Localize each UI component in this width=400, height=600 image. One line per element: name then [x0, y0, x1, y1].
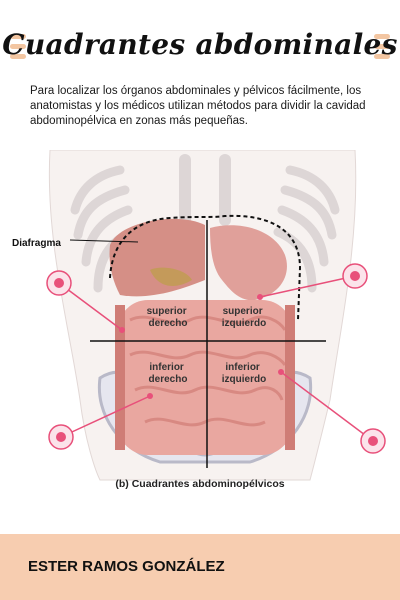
upper-left-line1: superior	[223, 306, 263, 317]
stomach	[210, 225, 287, 301]
lower-left-line2: izquierdo	[222, 374, 266, 385]
anatomy-figure: Diafragma superior derecho superior izqu…	[0, 149, 400, 500]
right-decoration	[374, 34, 390, 64]
quadrants-illustration: Diafragma superior derecho superior izqu…	[12, 149, 386, 481]
lower-right-label: inferior derecho	[149, 362, 188, 385]
upper-left-line2: izquierdo	[222, 318, 266, 329]
diaphragm-line	[109, 214, 302, 321]
diaphragm-label: Diafragma	[12, 238, 61, 249]
lower-left-line1: inferior	[225, 362, 260, 373]
lower-right-line2: derecho	[149, 374, 188, 385]
intro-paragraph: Para localizar los órganos abdominales y…	[30, 85, 366, 127]
upper-right-line1: superior	[147, 306, 187, 317]
upper-right-line2: derecho	[149, 318, 188, 329]
lower-right-line1: inferior	[149, 362, 184, 373]
footer-band: ESTER RAMOS GONZÁLEZ	[0, 534, 400, 600]
diaphragm-leader	[69, 239, 139, 243]
lower-left-label: inferior izquierdo	[222, 362, 266, 385]
callout-lower-left[interactable]	[278, 369, 386, 454]
callout-upper-right[interactable]	[46, 270, 125, 333]
author-name: ESTER RAMOS GONZÁLEZ	[28, 558, 225, 575]
page-title: Cuadrantes abdominales	[2, 28, 398, 61]
left-decoration	[10, 34, 26, 64]
gallbladder	[150, 267, 192, 286]
upper-left-label: superior izquierdo	[222, 306, 266, 329]
upper-right-label: superior derecho	[147, 306, 190, 329]
callout-lower-right[interactable]	[48, 393, 153, 450]
rib-cage	[70, 154, 340, 293]
figure-caption: (b) Cuadrantes abdominopélvicos	[115, 478, 285, 490]
callout-upper-left[interactable]	[257, 263, 368, 300]
